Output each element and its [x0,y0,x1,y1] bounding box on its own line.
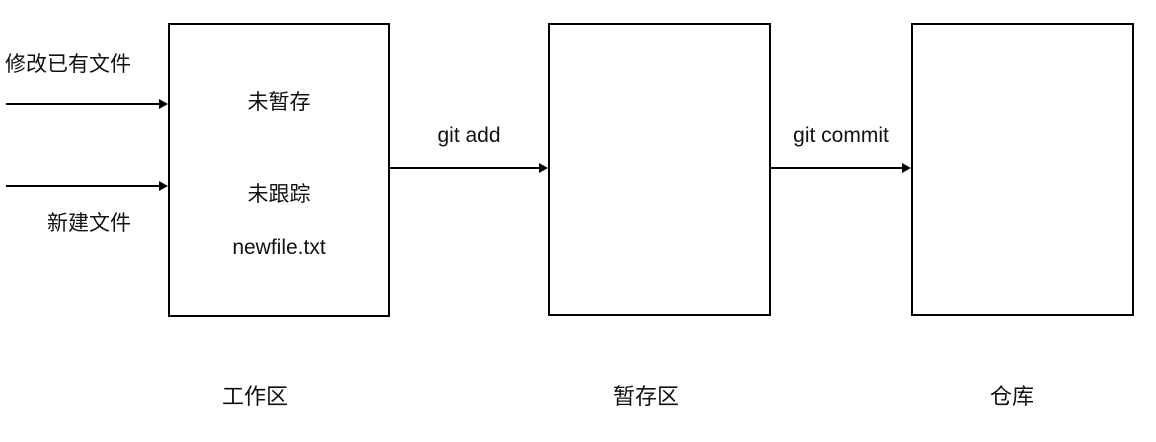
working-area-item-untracked: 未跟踪 [247,183,311,206]
arrow-new-file [6,181,168,191]
input-label-new-file: 新建文件 [47,212,131,235]
box-working-area: 未暂存 未跟踪 newfile.txt [168,23,390,317]
arrowhead-icon [159,181,168,191]
box-label-repository: 仓库 [989,384,1035,409]
arrow-modify-existing-file [6,99,168,109]
working-area-item-newfile: newfile.txt [232,236,326,259]
input-label-modify-existing-file: 修改已有文件 [5,53,131,76]
working-area-item-unstaged: 未暂存 [247,91,311,114]
box-label-working-area: 工作区 [221,384,289,409]
git-add-label: git add [437,124,501,147]
box-staging-area [548,23,771,316]
box-label-staging-area: 暂存区 [612,384,680,409]
arrowhead-icon [159,99,168,109]
arrowhead-icon [902,163,911,173]
arrow-git-add [390,163,548,173]
git-commit-label: git commit [793,124,889,147]
box-repository [911,23,1134,316]
arrow-git-commit [771,163,911,173]
arrowhead-icon [539,163,548,173]
